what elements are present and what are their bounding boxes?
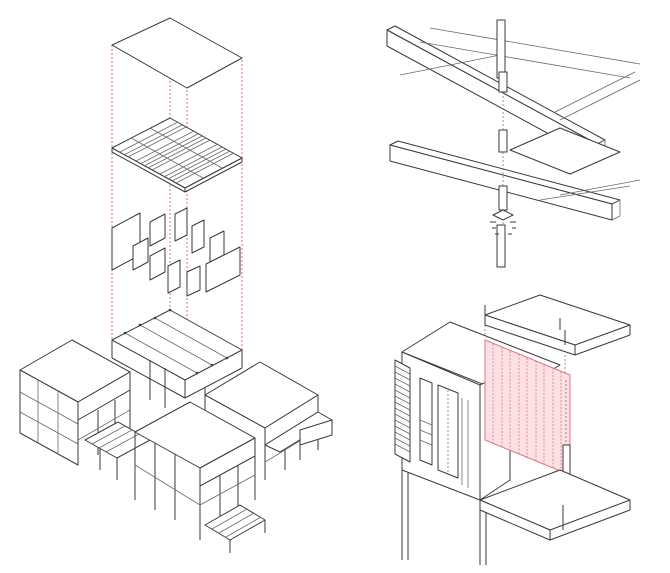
front-block: [134, 401, 266, 553]
roof-slab: [111, 17, 243, 89]
exploded-axonometric: [19, 17, 333, 553]
wall-panels: [111, 207, 241, 297]
left-block: [19, 339, 151, 480]
facade-detail: [394, 294, 631, 565]
joint-detail: [386, 19, 641, 268]
roof-structure: [111, 117, 243, 193]
